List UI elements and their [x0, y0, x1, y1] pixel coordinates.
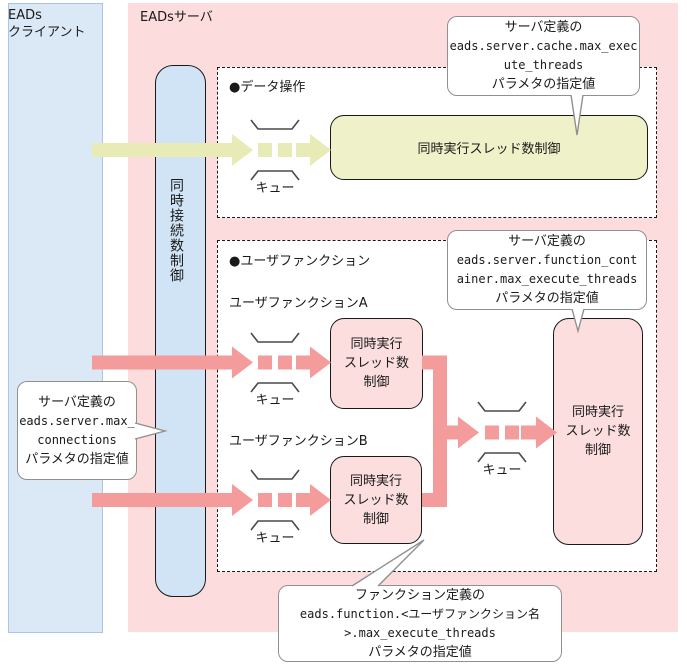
callout-function-definition-max-execute-threads: ファンクション定義の eads.function.<ユーザファンクション名 >.…	[278, 585, 562, 662]
eads-client-region	[8, 3, 103, 633]
callout-container-line3: ainer.max_execute_threads	[456, 272, 638, 286]
callout-cache-line1: サーバ定義の	[504, 20, 583, 35]
container-thread-control-line2: スレッド数	[565, 424, 631, 439]
function-a-thread-control-box: 同時実行 スレッド数 制御	[330, 318, 423, 409]
queue-label-function-b: キュー	[255, 531, 295, 546]
callout-container-line2: eads.server.function_cont	[456, 253, 638, 267]
client-title-line1: EADs	[8, 8, 42, 23]
callout-container-line1: サーバ定義の	[508, 234, 586, 249]
queue-label-data-ops: キュー	[255, 181, 295, 196]
client-title-line2: クライアント	[8, 25, 86, 40]
concurrent-connection-control-label: 同時接続数制御	[168, 178, 184, 283]
data-operation-section-title: ●データ操作	[229, 80, 306, 95]
callout-cache-line4: パラメタの指定値	[491, 77, 596, 92]
server-region-title: EADsサーバ	[140, 10, 213, 25]
callout-funcdef-line3: >.max_execute_threads	[344, 625, 496, 640]
queue-label-function-a: キュー	[255, 393, 295, 408]
container-thread-control-line1: 同時実行	[571, 405, 624, 420]
function-a-thread-control-line1: 同時実行	[350, 337, 403, 352]
callout-funcdef-line4: パラメタの指定値	[368, 644, 472, 660]
cache-thread-control-label: 同時実行スレッド数制御	[417, 142, 561, 157]
user-function-section-title: ●ユーザファンクション	[229, 254, 371, 269]
user-function-a-label: ユーザファンクションA	[229, 296, 368, 311]
function-b-thread-control-line2: スレッド数	[343, 492, 409, 508]
callout-conn-line3: connections	[37, 432, 117, 447]
callout-conn-line1: サーバ定義の	[38, 394, 116, 410]
user-function-b-label: ユーザファンクションB	[229, 434, 368, 449]
callout-funcdef-line1: ファンクション定義の	[354, 587, 485, 603]
callout-conn-line4: パラメタの指定値	[25, 451, 129, 467]
callout-max-connections: サーバ定義の eads.server.max_ connections パラメタ…	[17, 381, 137, 480]
concurrent-connection-control-bar	[155, 65, 206, 597]
callout-cache-line3: ute_threads	[503, 58, 584, 72]
queue-label-merge: キュー	[482, 463, 522, 478]
container-thread-control-box: 同時実行 スレッド数 制御	[553, 318, 643, 545]
cache-thread-control-box: 同時実行スレッド数制御	[330, 115, 648, 180]
callout-cache-line2: eads.server.cache.max_exec	[449, 39, 638, 53]
function-b-thread-control-box: 同時実行 スレッド数 制御	[330, 456, 422, 544]
callout-funcdef-line2: eads.function.<ユーザファンクション名	[299, 606, 541, 621]
function-b-thread-control-line1: 同時実行	[349, 473, 402, 489]
function-a-thread-control-line2: スレッド数	[343, 356, 409, 371]
callout-cache-max-execute-threads: サーバ定義の eads.server.cache.max_exec ute_th…	[447, 16, 640, 96]
callout-function-container-max-execute-threads: サーバ定義の eads.server.function_cont ainer.m…	[447, 230, 647, 310]
client-region-title: EADs クライアント	[8, 7, 85, 41]
function-b-thread-control-line3: 制御	[362, 511, 389, 527]
callout-conn-line2: eads.server.max_	[19, 413, 135, 428]
callout-container-line4: パラメタの指定値	[495, 291, 599, 306]
function-a-thread-control-line3: 制御	[363, 375, 390, 390]
container-thread-control-line3: 制御	[584, 443, 611, 458]
